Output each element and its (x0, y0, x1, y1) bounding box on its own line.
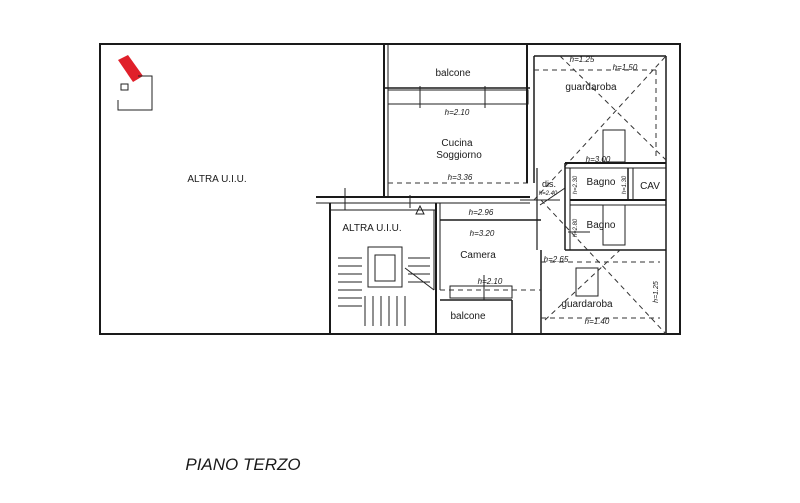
roof-diagonal (533, 55, 667, 201)
height-label: h=1.50 (613, 63, 638, 72)
height-label: h=2.30 (573, 175, 579, 194)
room-label-balcone-top: balcone (435, 68, 470, 79)
roof-diagonal (544, 249, 621, 321)
room-label-altra-uiu-stair: ALTRA U.I.U. (342, 223, 401, 234)
company-logo-icon (117, 55, 153, 111)
height-label: h=3.00 (586, 155, 611, 164)
vent-icon (415, 204, 425, 215)
room-label-bagno-1: Bagno (587, 177, 616, 188)
fixture (602, 204, 626, 246)
height-label: h=1.25 (653, 281, 660, 303)
room-label-guardaroba-top: guardaroba (565, 82, 617, 93)
height-label: h=2.96 (469, 208, 494, 217)
room-label-cucina: Cucina (441, 138, 473, 149)
staircase (338, 246, 435, 326)
roof-diagonal (540, 199, 667, 335)
height-label: h=2.10 (445, 108, 470, 117)
height-label: h=3.20 (470, 229, 495, 238)
door-swing (539, 187, 566, 206)
room-label-dis: dis. (542, 179, 556, 189)
room-label-guardaroba-bottom: guardaroba (561, 299, 613, 310)
window-strip (387, 89, 529, 105)
height-label: h=1.30 (622, 175, 628, 194)
height-label: h=3.36 (448, 173, 473, 182)
building-outline (99, 43, 681, 335)
height-label: h=1.25 (570, 55, 595, 64)
wardrobe-unit (575, 267, 599, 297)
room-label-altra-uiu: ALTRA U.I.U. (187, 174, 246, 185)
room-label-camera: Camera (460, 250, 496, 261)
room-label-soggiorno: Soggiorno (436, 150, 482, 161)
room-label-balcone-bottom: balcone (450, 311, 485, 322)
room-label-bagno-2: Bagno (587, 220, 616, 231)
height-label: h=1.40 (585, 317, 610, 326)
roof-diagonal (559, 55, 667, 161)
floor-title: PIANO TERZO (185, 455, 300, 474)
height-label: h=2.80 (573, 218, 579, 237)
room-label-cav: CAV (640, 181, 660, 192)
height-label: h=2.40 (539, 191, 558, 197)
window-strip (449, 285, 513, 299)
height-label: h=2.10 (478, 277, 503, 286)
height-label: h=2.65 (544, 255, 569, 264)
